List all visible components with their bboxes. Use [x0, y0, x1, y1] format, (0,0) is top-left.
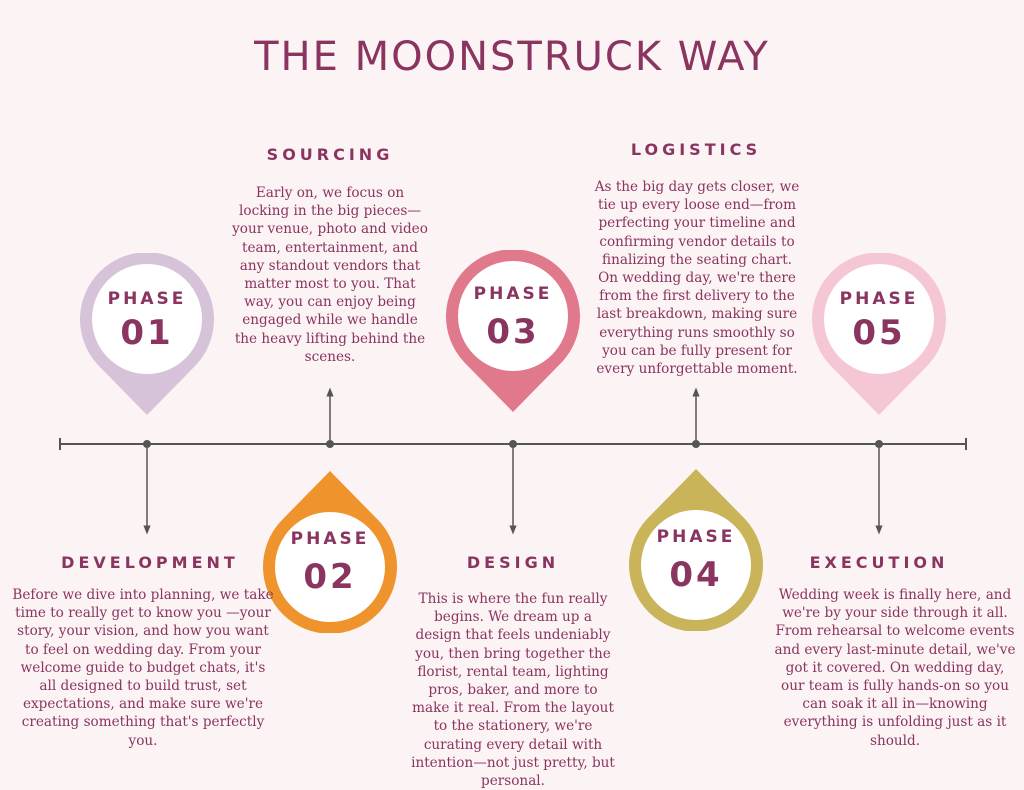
- phase-label: PHASE: [656, 527, 736, 547]
- phase-label: PHASE: [839, 289, 919, 309]
- phase-pin-05: PHASE 05: [809, 253, 949, 423]
- phase-description-design: This is where the fun really begins. We …: [411, 591, 615, 790]
- phase-pin-03: PHASE 03: [443, 250, 583, 420]
- timeline: [59, 387, 967, 535]
- phase-number: 01: [120, 313, 174, 353]
- phase-description-development: Before we dive into planning, we take ti…: [12, 587, 274, 749]
- phase-description-sourcing: Early on, we focus on locking in the big…: [232, 185, 428, 365]
- phase-label: PHASE: [473, 284, 553, 304]
- timeline-node-02: [326, 440, 334, 448]
- phase-heading-design: DESIGN: [466, 553, 560, 572]
- timeline-node-04: [692, 440, 700, 448]
- phase-description-execution: Wedding week is finally here, and we're …: [774, 587, 1016, 749]
- page-title: THE MOONSTRUCK WAY: [254, 34, 770, 80]
- pin-shape-down-icon: [812, 253, 946, 415]
- timeline-node-05: [875, 440, 883, 448]
- pin-shape-down-icon: [446, 250, 580, 412]
- phase-number: 05: [852, 313, 906, 353]
- timeline-node-03: [509, 440, 517, 448]
- phase-number: 04: [669, 555, 723, 595]
- phase-pin-02: PHASE 02: [260, 463, 400, 633]
- phase-number: 02: [303, 557, 357, 597]
- phase-pin-04: PHASE 04: [626, 461, 766, 631]
- pin-shape-up-icon: [629, 469, 763, 631]
- phase-description-logistics: As the big day gets closer, we tie up ev…: [594, 179, 800, 378]
- phase-heading-execution: EXECUTION: [809, 553, 949, 572]
- pin-shape-up-icon: [263, 471, 397, 633]
- phase-heading-logistics: LOGISTICS: [630, 140, 762, 159]
- timeline-node-01: [143, 440, 151, 448]
- phase-pin-01: PHASE 01: [77, 253, 217, 423]
- phase-heading-development: DEVELOPMENT: [61, 553, 239, 572]
- phase-heading-sourcing: SOURCING: [266, 145, 394, 164]
- pin-shape-down-icon: [80, 253, 214, 415]
- phase-label: PHASE: [290, 529, 370, 549]
- phase-label: PHASE: [107, 289, 187, 309]
- phase-number: 03: [486, 312, 540, 352]
